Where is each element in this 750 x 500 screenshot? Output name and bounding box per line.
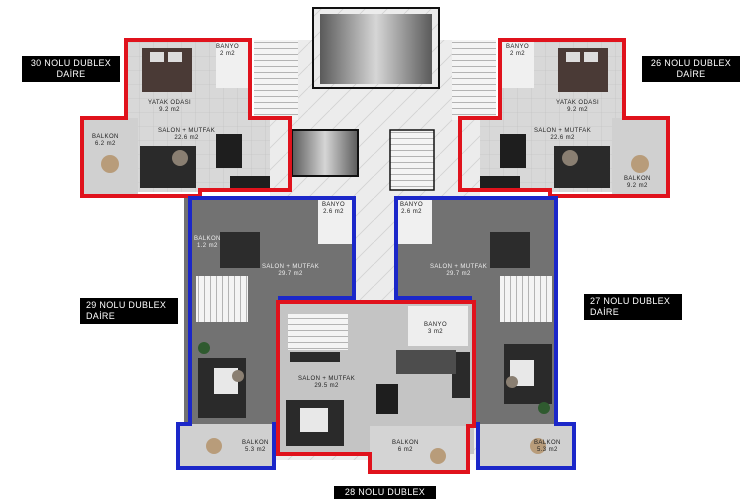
room-balkon-27: BALKON 5.3 m2 [534, 440, 561, 454]
unit-label-27-line2: DAİRE [590, 307, 620, 317]
room-balkon-28: BALKON 6 m2 [392, 440, 419, 454]
room-area: 22.6 m2 [174, 135, 199, 141]
room-name: BANYO [322, 202, 346, 208]
room-yatak-26: YATAK ODASI 9.2 m2 [556, 100, 599, 114]
unit-28 [276, 300, 476, 474]
room-area: 9.2 m2 [159, 107, 180, 113]
room-salon-28: SALON + MUTFAK 29.5 m2 [298, 376, 355, 390]
room-balkon-29a: BALKON 1.2 m2 [194, 236, 221, 250]
room-banyo-29: BANYO 2.6 m2 [322, 202, 345, 216]
room-salon-27: SALON + MUTFAK 29.7 m2 [430, 264, 487, 278]
room-name: YATAK ODASI [556, 100, 600, 106]
room-name: BALKON [392, 440, 419, 446]
unit-30 [80, 38, 298, 198]
unit-label-30-line2: DAİRE [56, 69, 86, 79]
room-area: 29.7 m2 [278, 271, 303, 277]
room-name: SALON + MUTFAK [430, 264, 488, 270]
room-area: 2.6 m2 [323, 209, 344, 215]
room-name: YATAK ODASI [148, 100, 192, 106]
elevator [291, 129, 359, 177]
room-banyo-28: BANYO 3 m2 [424, 322, 447, 336]
unit-label-26-line1: 26 NOLU DUBLEX [650, 58, 732, 68]
room-area: 1.2 m2 [197, 243, 218, 249]
corridor-stairs [389, 129, 435, 191]
room-balkon-30: BALKON 6.2 m2 [92, 134, 119, 148]
room-area: 6.2 m2 [95, 141, 116, 147]
unit-label-29: 29 NOLU DUBLEX DAİRE [80, 298, 178, 324]
room-area: 9.2 m2 [567, 107, 588, 113]
room-area: 5.3 m2 [537, 447, 558, 453]
room-area: 2 m2 [510, 51, 525, 57]
unit-label-28-line1: 28 NOLU DUBLEX [344, 487, 426, 497]
room-name: BANYO [506, 44, 530, 50]
room-area: 2 m2 [220, 51, 235, 57]
room-name: BALKON [92, 134, 119, 140]
room-banyo-27: BANYO 2.6 m2 [400, 202, 423, 216]
room-area: 5.3 m2 [245, 447, 266, 453]
room-name: BALKON [534, 440, 561, 446]
unit-label-26: 26 NOLU DUBLEX DAİRE [642, 56, 740, 82]
room-balkon-29b: BALKON 5.3 m2 [242, 440, 269, 454]
room-area: 6 m2 [397, 447, 413, 453]
room-salon-26: SALON + MUTFAK 22.6 m2 [534, 128, 591, 142]
room-area: 22.6 m2 [550, 135, 575, 141]
room-area: 29.5 m2 [314, 383, 339, 389]
room-name: BANYO [216, 44, 240, 50]
room-balkon-26: BALKON 9.2 m2 [624, 176, 651, 190]
unit-label-29-line1: 29 NOLU DUBLEX [86, 300, 167, 310]
unit-label-30: 30 NOLU DUBLEX DAİRE [22, 56, 120, 82]
room-name: SALON + MUTFAK [534, 128, 592, 134]
room-yatak-30: YATAK ODASI 9.2 m2 [148, 100, 191, 114]
unit-26 [452, 38, 670, 198]
room-banyo-26: BANYO 2 m2 [506, 44, 529, 58]
unit-label-27-line1: 27 NOLU DUBLEX [590, 296, 671, 306]
room-area: 2.6 m2 [401, 209, 422, 215]
room-name: SALON + MUTFAK [158, 128, 216, 134]
room-salon-30: SALON + MUTFAK 22.6 m2 [158, 128, 215, 142]
room-name: BANYO [400, 202, 424, 208]
room-name: BALKON [624, 176, 651, 182]
room-name: BANYO [424, 322, 448, 328]
unit-label-30-line1: 30 NOLU DUBLEX [30, 58, 112, 68]
unit-label-29-line2: DAİRE [86, 311, 116, 321]
room-name: SALON + MUTFAK [298, 376, 356, 382]
room-area: 3 m2 [428, 329, 443, 335]
room-salon-29: SALON + MUTFAK 29.7 m2 [262, 264, 319, 278]
room-name: SALON + MUTFAK [262, 264, 320, 270]
unit-label-27: 27 NOLU DUBLEX DAİRE [584, 294, 682, 320]
room-area: 9.2 m2 [627, 183, 648, 189]
unit-label-26-line2: DAİRE [676, 69, 706, 79]
room-name: BALKON [194, 236, 221, 242]
unit-label-28: 28 NOLU DUBLEX [334, 486, 436, 499]
room-banyo-30: BANYO 2 m2 [216, 44, 239, 58]
room-name: BALKON [242, 440, 269, 446]
room-area: 29.7 m2 [446, 271, 471, 277]
